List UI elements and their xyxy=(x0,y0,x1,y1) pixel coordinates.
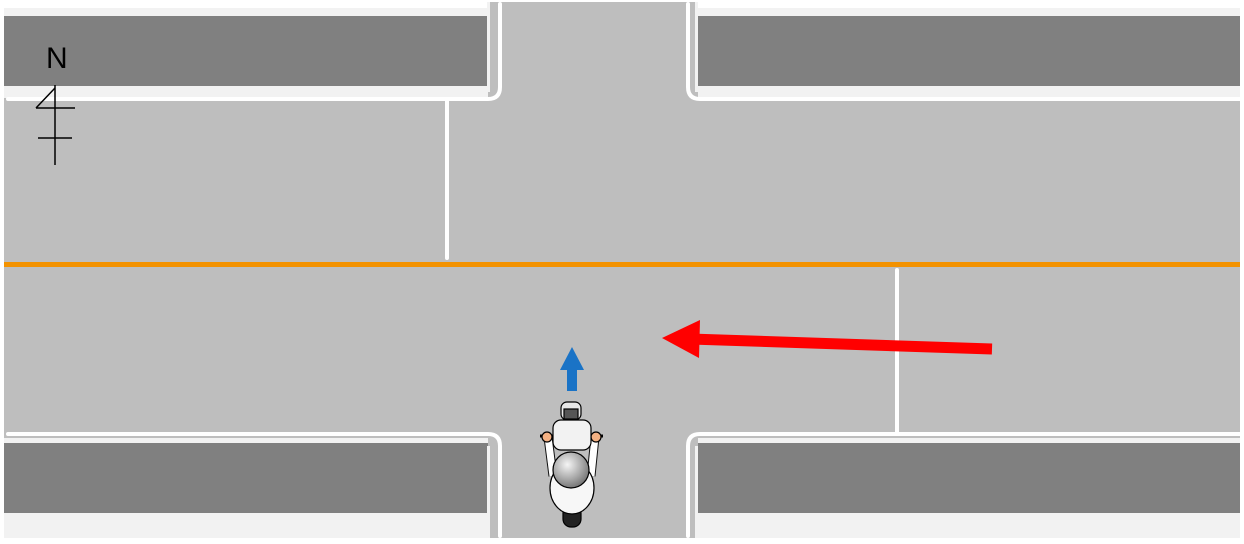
blue-arrow-icon xyxy=(560,347,584,391)
north-arrow-icon xyxy=(35,85,75,165)
curb-southeast xyxy=(686,432,1242,538)
cross-road-edge-right-south xyxy=(695,446,698,538)
sidewalk-block-northeast xyxy=(698,16,1240,86)
sidewalk-block-northwest xyxy=(4,16,488,86)
compass-letter: N xyxy=(46,42,68,75)
center-line xyxy=(4,262,1240,267)
sidewalk-block-southwest xyxy=(4,443,488,513)
red-arrow-icon xyxy=(662,320,993,358)
curb-northwest xyxy=(6,2,502,101)
curb-southwest xyxy=(6,432,502,538)
curb-northeast xyxy=(686,2,1242,101)
motorcycle-rider-icon xyxy=(540,401,603,528)
cross-road-edge-left-south xyxy=(487,446,490,538)
compass: N xyxy=(35,42,75,165)
cross-road-edge-left xyxy=(487,2,490,92)
cross-road-edge-right xyxy=(695,2,698,92)
sidewalk-block-southeast xyxy=(698,443,1240,513)
